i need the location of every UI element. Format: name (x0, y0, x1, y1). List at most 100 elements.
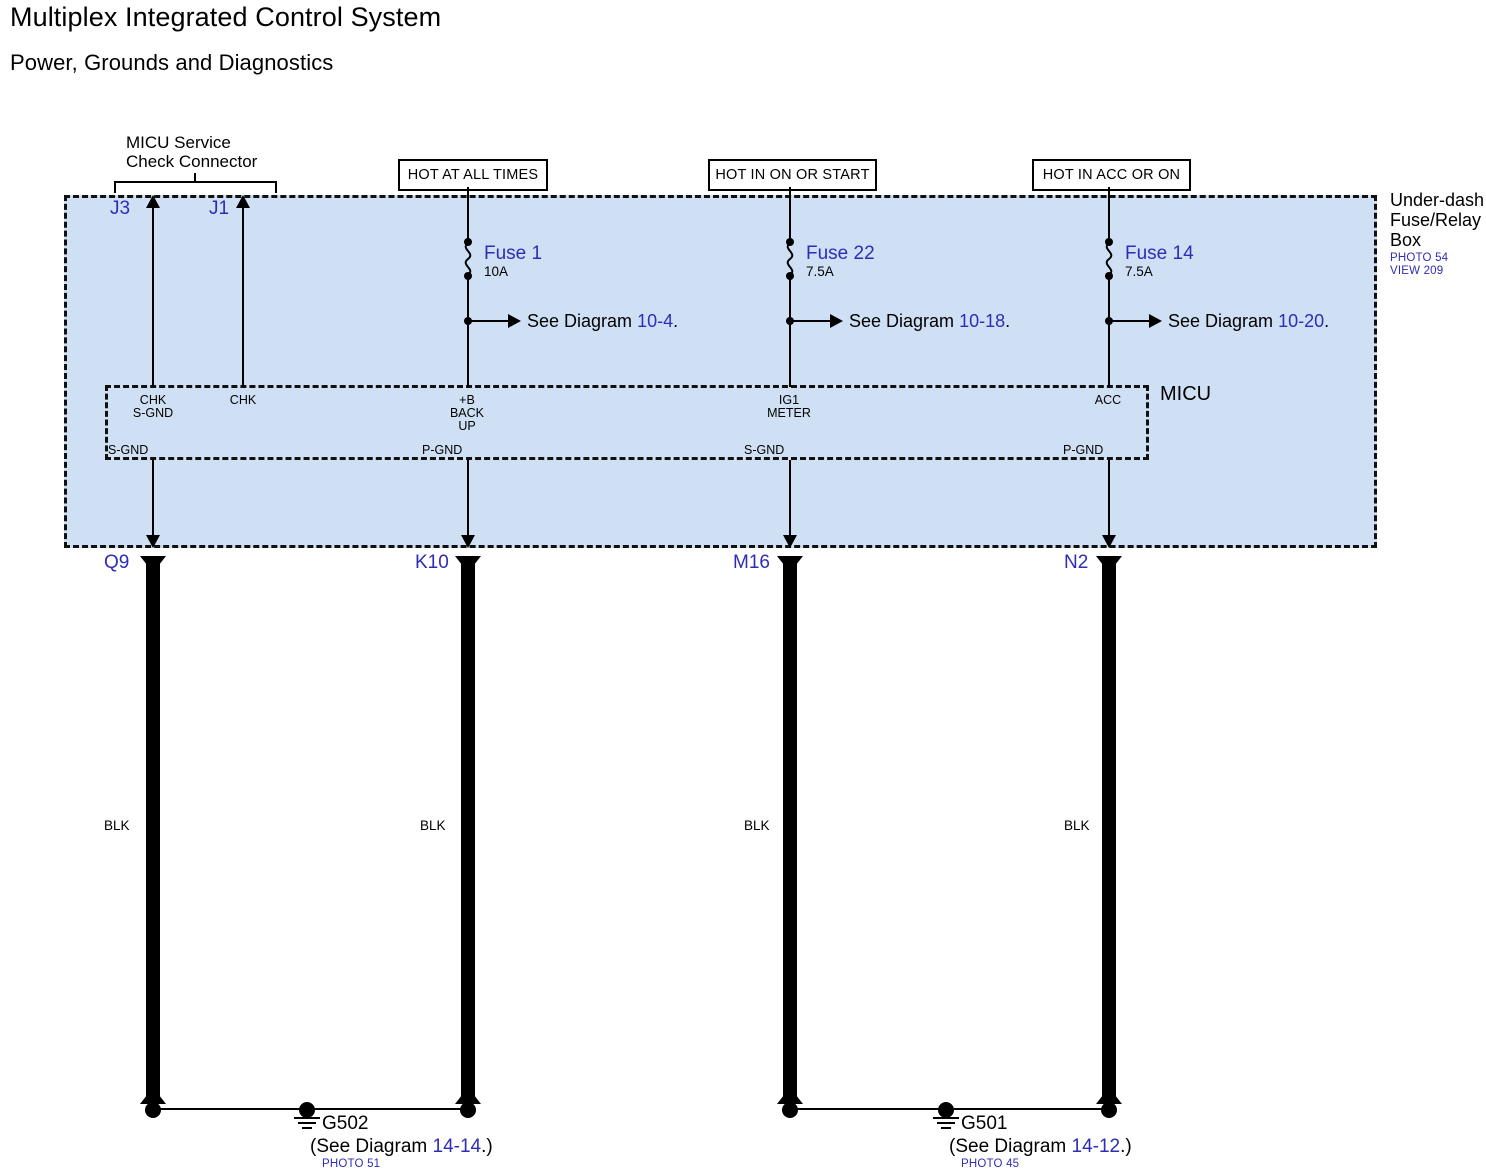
g502-ground-bar1 (294, 1117, 320, 1119)
n2-wire-cap (1096, 556, 1122, 565)
feed1-branch-line (468, 320, 510, 322)
g502-node-left (145, 1102, 161, 1118)
fusebox-photo-ref: PHOTO 54 (1390, 252, 1449, 264)
feed2-fuse-dot-top (786, 238, 794, 246)
g501-see-diagram: (See Diagram 14-12.) (949, 1136, 1132, 1158)
feed3-wire-top (1108, 187, 1110, 244)
feed2-see-ref: 10-18 (959, 311, 1006, 331)
feed1-see-diagram: See Diagram 10-4. (527, 311, 678, 332)
feed1-see-ref: 10-4 (637, 311, 674, 331)
feed1-branch-arrowhead (508, 314, 521, 328)
k10-wire (467, 460, 469, 538)
k10-arrowhead-down (461, 535, 475, 548)
feed3-branch-line (1109, 320, 1151, 322)
micu-label: MICU (1160, 383, 1212, 405)
g502-photo-ref: PHOTO 51 (322, 1158, 381, 1170)
feed2-see-diagram: See Diagram 10-18. (849, 311, 1010, 332)
j3-wire (152, 205, 154, 387)
feed2-branch-line (790, 320, 832, 322)
feed1-pin-low: UP (458, 419, 476, 433)
fusebox-label-line3: Box (1390, 230, 1422, 250)
g502-see-prefix: (See Diagram (310, 1136, 433, 1157)
feed3-fuse-symbol (1105, 243, 1113, 275)
k10-wire-cap (455, 556, 481, 565)
g501-see-prefix: (See Diagram (949, 1136, 1072, 1157)
pin-j3-sgnd: S-GND (132, 406, 174, 420)
feed1-fuse-symbol (464, 243, 472, 275)
g502-node-right (460, 1102, 476, 1118)
feed1-see-suffix: . (673, 311, 679, 331)
g501-node-left (782, 1102, 798, 1118)
k10-wire-color-label: BLK (420, 818, 446, 833)
feed1-fuse-dot-top (464, 238, 472, 246)
j3-arrowhead-up (146, 195, 160, 208)
terminal-j3-label: J3 (110, 198, 131, 219)
fusebox-label-line1: Under-dash (1390, 190, 1485, 210)
feed3-fuse-name: Fuse 14 (1125, 243, 1194, 264)
n2-wire-color-label: BLK (1064, 818, 1090, 833)
feed3-branch-arrowhead (1149, 314, 1162, 328)
feed3-see-diagram: See Diagram 10-20. (1168, 311, 1329, 332)
feed2-wire-top (789, 187, 791, 244)
m16-blk-wire (783, 562, 797, 1102)
fusebox-label-line2: Fuse/Relay (1390, 210, 1482, 230)
feed2-fuse-symbol (786, 243, 794, 275)
q9-arrowhead-down (146, 535, 160, 548)
feed2-fuse-name: Fuse 22 (806, 243, 875, 264)
g501-see-suffix: .) (1120, 1136, 1132, 1157)
feed3-pin-gnd: P-GND (1063, 443, 1104, 457)
feed2-fuse-rating: 7.5A (806, 264, 834, 279)
feed1-pin-gnd: P-GND (422, 443, 463, 457)
feed2-pin-top: IG1 (778, 393, 800, 407)
g501-ground-bar2 (937, 1122, 955, 1124)
fusebox-view-ref: VIEW 209 (1390, 265, 1444, 277)
q9-wire-cap (140, 556, 166, 565)
pin-j1-chk: CHK (229, 393, 257, 407)
m16-wire-bottom-cap (777, 1095, 803, 1104)
n2-wire (1108, 460, 1110, 538)
source-hot-in-on-or-start: HOT IN ON OR START (708, 159, 877, 191)
g502-name: G502 (322, 1113, 369, 1134)
j1-arrowhead-up (236, 195, 250, 208)
j1-wire (242, 205, 244, 387)
feed1-fuse-rating: 10A (484, 264, 509, 279)
terminal-m16-label: M16 (733, 552, 770, 573)
g502-see-diagram: (See Diagram 14-14.) (310, 1136, 493, 1158)
g501-ground-bar1 (933, 1117, 959, 1119)
m16-wire (789, 460, 791, 538)
service-connector-bracket-center-tick (194, 173, 196, 182)
feed3-see-prefix: See Diagram (1168, 311, 1279, 331)
feed3-fuse-rating: 7.5A (1125, 264, 1153, 279)
terminal-n2-label: N2 (1064, 552, 1089, 573)
g501-photo-ref: PHOTO 45 (961, 1158, 1020, 1170)
under-dash-fuse-relay-box (64, 195, 1377, 548)
m16-wire-color-label: BLK (744, 818, 770, 833)
g501-ground-bar3 (941, 1127, 951, 1129)
feed3-pin-top: ACC (1094, 393, 1122, 407)
n2-blk-wire (1102, 562, 1116, 1102)
q9-wire-bottom-cap (140, 1095, 166, 1104)
terminal-j1-label: J1 (209, 198, 230, 219)
feed1-wire-top (467, 187, 469, 244)
source-hot-at-all-times: HOT AT ALL TIMES (398, 159, 548, 191)
g502-ground-bar2 (298, 1122, 316, 1124)
page-subtitle: Power, Grounds and Diagnostics (10, 50, 334, 75)
feed2-see-prefix: See Diagram (849, 311, 960, 331)
g501-node-right (1101, 1102, 1117, 1118)
feed1-see-prefix: See Diagram (527, 311, 638, 331)
feed1-fuse-name: Fuse 1 (484, 243, 543, 264)
terminal-q9-label: Q9 (104, 552, 130, 573)
n2-wire-bottom-cap (1096, 1095, 1122, 1104)
k10-wire-bottom-cap (455, 1095, 481, 1104)
pin-j3-chk: CHK (139, 393, 167, 407)
g502-ground-bar3 (302, 1127, 312, 1129)
k10-blk-wire (461, 562, 475, 1102)
feed2-pin-gnd: S-GND (744, 443, 785, 457)
feed1-pin-mid: BACK (449, 406, 485, 420)
feed1-wire-bottom (467, 276, 469, 387)
feed2-wire-bottom (789, 276, 791, 387)
pin-q9-sgnd: S-GND (108, 443, 149, 457)
q9-wire-color-label: BLK (104, 818, 130, 833)
m16-arrowhead-down (783, 535, 797, 548)
